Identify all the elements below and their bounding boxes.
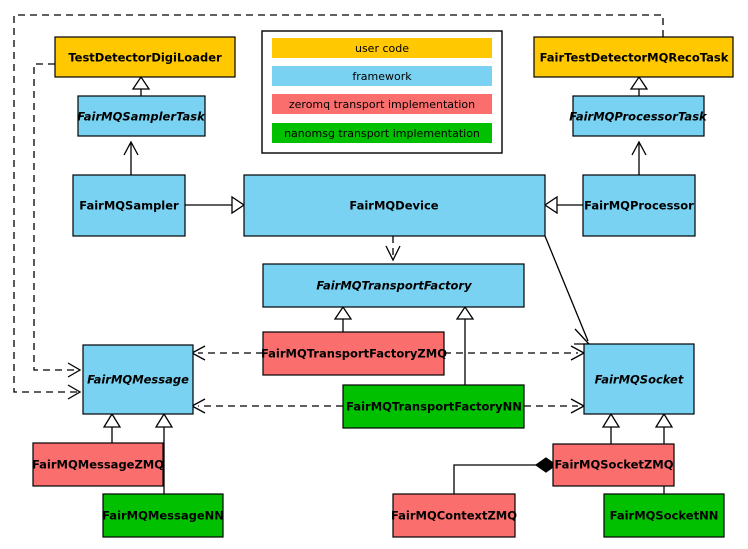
legend-item-zeromq: zeromq transport implementation [272, 94, 492, 114]
edge-tfnn-transportfactory [455, 305, 475, 385]
node-label: FairMQDevice [349, 199, 438, 213]
node-label: FairMQMessage [87, 373, 189, 387]
node-label: FairMQSampler [79, 199, 179, 213]
edge-tfzmq-transportfactory [333, 305, 353, 332]
legend-swatch-user-code [272, 38, 492, 58]
legend: user code framework zeromq transport imp… [261, 30, 503, 154]
node-label: TestDetectorDigiLoader [68, 51, 222, 65]
node-label: FairMQSocketNN [610, 509, 719, 523]
node-fairmqprocessor[interactable]: FairMQProcessor [582, 174, 696, 237]
node-box[interactable] [243, 174, 546, 237]
node-label: FairMQTransportFactoryNN [346, 400, 522, 414]
node-box[interactable] [77, 95, 206, 137]
node-label: FairMQSocketZMQ [555, 458, 674, 472]
node-testdetectordigiloader[interactable]: TestDetectorDigiLoader [54, 36, 236, 78]
edge-messagezmq-message [102, 412, 122, 443]
edge-recotask-processortask [629, 75, 649, 96]
node-fairtestdetectormqrecotask[interactable]: FairTestDetectorMQRecoTask [533, 36, 734, 78]
node-box[interactable] [572, 95, 705, 137]
edge-socketzmq-socket [601, 412, 621, 444]
legend-item-framework: framework [272, 66, 492, 86]
node-box[interactable] [392, 493, 516, 538]
node-box[interactable] [262, 263, 525, 308]
legend-label-nanomsg: nanomsg transport implementation [284, 127, 480, 140]
node-label: FairTestDetectorMQRecoTask [540, 51, 729, 65]
node-label: FairMQTransportFactoryZMQ [261, 347, 447, 361]
node-box[interactable] [32, 442, 164, 487]
node-fairmqtransportfactorynn[interactable]: FairMQTransportFactoryNN [342, 384, 525, 429]
legend-swatch-zeromq [272, 94, 492, 114]
node-fairmqtransportfactoryzmq[interactable]: FairMQTransportFactoryZMQ [261, 331, 447, 376]
node-box[interactable] [102, 493, 224, 538]
edge-tfnn-socket [524, 398, 586, 414]
node-fairmqsocketzmq[interactable]: FairMQSocketZMQ [552, 443, 675, 487]
node-fairmqsocketnn[interactable]: FairMQSocketNN [603, 493, 725, 538]
node-fairmqmessagenn[interactable]: FairMQMessageNN [102, 493, 224, 538]
node-box[interactable] [583, 343, 695, 415]
edge-messagenn-message [154, 412, 174, 494]
edge-layer [13, 14, 674, 494]
node-fairmqmessage[interactable]: FairMQMessage [82, 344, 194, 415]
node-layer: TestDetectorDigiLoader FairMQSamplerTask… [32, 36, 734, 538]
legend-label-framework: framework [352, 70, 412, 83]
node-fairmqtransportfactory[interactable]: FairMQTransportFactory [262, 263, 525, 308]
node-box[interactable] [603, 493, 725, 538]
node-fairmqsocket[interactable]: FairMQSocket [583, 343, 695, 415]
edge-tfnn-message [190, 398, 343, 414]
edge-digiloader-message [33, 63, 82, 378]
node-label: FairMQProcessor [584, 199, 694, 213]
node-label: FairMQProcessorTask [569, 110, 708, 124]
edge-contextzmq-socketzmq [453, 457, 558, 494]
edge-recotask-message [13, 14, 664, 400]
node-label: FairMQMessageNN [102, 509, 224, 523]
node-fairmqmessagezmq[interactable]: FairMQMessageZMQ [32, 442, 164, 487]
edge-device-transportfactory [385, 236, 401, 262]
legend-label-user-code: user code [355, 42, 409, 55]
node-label: FairMQMessageZMQ [32, 458, 164, 472]
node-box[interactable] [72, 174, 186, 237]
edge-processor-device [543, 195, 583, 215]
node-label: FairMQContextZMQ [391, 509, 517, 523]
node-box[interactable] [342, 384, 525, 429]
node-box[interactable] [552, 443, 675, 487]
node-fairmqsamplertask[interactable]: FairMQSamplerTask [77, 95, 206, 137]
legend-swatch-nanomsg [272, 123, 492, 143]
node-fairmqdevice[interactable]: FairMQDevice [243, 174, 546, 237]
node-box[interactable] [262, 331, 445, 376]
node-label: FairMQSamplerTask [77, 110, 206, 124]
node-box[interactable] [582, 174, 696, 237]
node-label: FairMQSocket [595, 373, 684, 387]
node-fairmqcontextzmq[interactable]: FairMQContextZMQ [391, 493, 517, 538]
legend-item-user-code: user code [272, 38, 492, 58]
legend-label-zeromq: zeromq transport implementation [289, 98, 475, 111]
edge-sampler-device [185, 195, 246, 215]
legend-swatch-framework [272, 66, 492, 86]
node-label: FairMQTransportFactory [316, 279, 472, 293]
edge-sampler-samplertask [123, 140, 139, 175]
edge-digiloader-samplertask [131, 75, 151, 96]
node-box[interactable] [533, 36, 734, 78]
edge-device-socket [544, 235, 591, 345]
edge-processor-processortask [631, 140, 647, 175]
node-box[interactable] [82, 344, 194, 415]
node-box[interactable] [54, 36, 236, 78]
legend-item-nanomsg: nanomsg transport implementation [272, 123, 492, 143]
node-fairmqprocessortask[interactable]: FairMQProcessorTask [569, 95, 708, 137]
node-fairmqsampler[interactable]: FairMQSampler [72, 174, 186, 237]
edge-tfzmq-message [190, 345, 263, 361]
